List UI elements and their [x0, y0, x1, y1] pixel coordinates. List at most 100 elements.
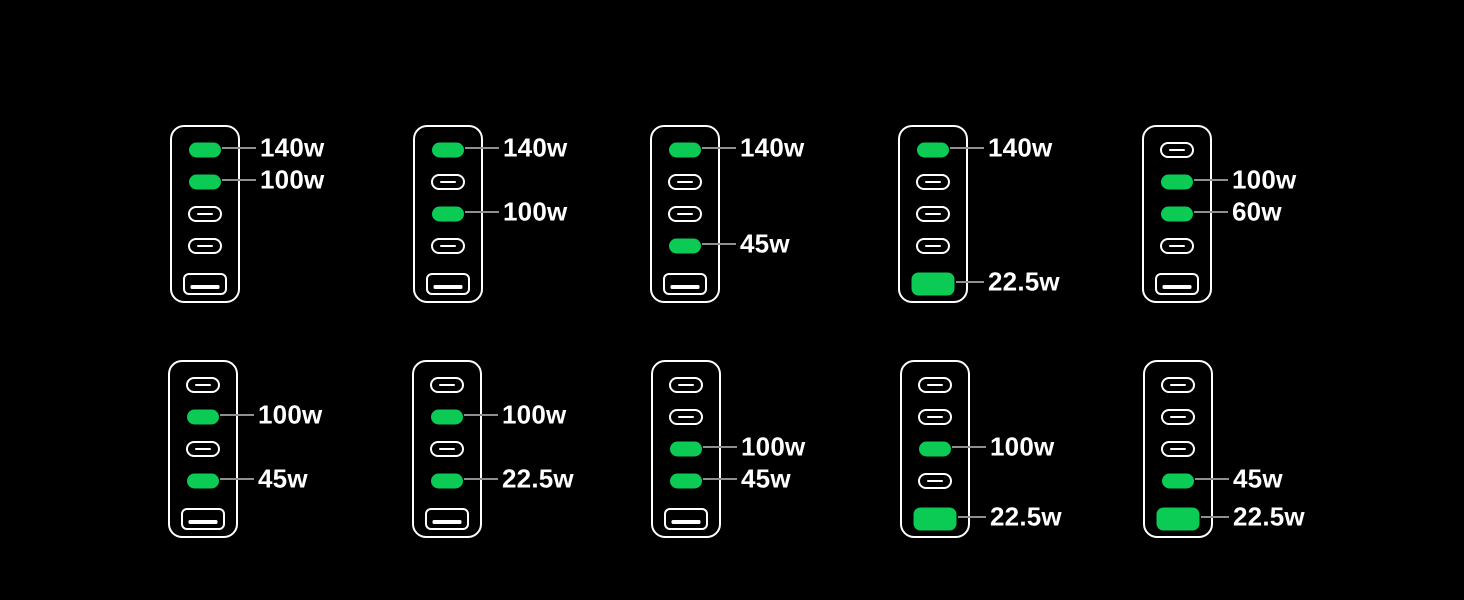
- usb-a-port: [663, 273, 707, 295]
- connector-line: [703, 478, 737, 480]
- power-label: 140w: [260, 132, 325, 163]
- power-label: 100w: [1232, 164, 1297, 195]
- usb-c-pin: [1170, 447, 1186, 451]
- connector-line: [465, 211, 499, 213]
- usb-c-pin: [677, 212, 693, 216]
- usb-c-port: [916, 206, 950, 222]
- usb-c-pin: [195, 447, 211, 451]
- charger-8-body: [651, 360, 721, 538]
- usb-c-port-active: [431, 473, 463, 489]
- charger-7-unit: 100w 22.5w: [412, 360, 652, 550]
- usb-c-pin: [195, 383, 211, 387]
- usb-c-pin: [927, 479, 943, 483]
- usb-c-port: [668, 174, 702, 190]
- usb-a-tongue: [433, 284, 463, 289]
- usb-c-port: [430, 377, 464, 393]
- power-label: 22.5w: [990, 501, 1062, 532]
- usb-c-pin: [925, 180, 941, 184]
- power-label: 100w: [502, 399, 567, 430]
- power-label: 100w: [503, 196, 568, 227]
- usb-c-port-active: [432, 206, 464, 222]
- usb-c-port-active: [189, 142, 221, 158]
- usb-c-port-active: [917, 142, 949, 158]
- usb-c-port-active: [187, 473, 219, 489]
- power-label: 22.5w: [988, 266, 1060, 297]
- usb-c-port: [668, 206, 702, 222]
- usb-a-port: [664, 508, 708, 530]
- connector-line: [464, 478, 498, 480]
- usb-c-port-active: [670, 473, 702, 489]
- usb-c-port: [431, 238, 465, 254]
- connector-line: [1194, 211, 1228, 213]
- connector-line: [220, 478, 254, 480]
- usb-c-port-active: [1162, 473, 1194, 489]
- power-label: 140w: [503, 132, 568, 163]
- usb-c-pin: [197, 212, 213, 216]
- usb-c-pin: [1170, 415, 1186, 419]
- usb-c-port-active: [670, 441, 702, 457]
- usb-a-port-active: [913, 507, 957, 531]
- usb-c-port-active: [669, 142, 701, 158]
- charger-3-unit: 140w 45w: [650, 125, 890, 315]
- charger-9-body: [900, 360, 970, 538]
- usb-c-port: [1160, 238, 1194, 254]
- usb-a-port: [1155, 273, 1199, 295]
- usb-c-pin: [439, 383, 455, 387]
- usb-a-port: [426, 273, 470, 295]
- power-label: 100w: [990, 431, 1055, 462]
- usb-c-port: [1161, 441, 1195, 457]
- charger-7-body: [412, 360, 482, 538]
- usb-c-pin: [1169, 244, 1185, 248]
- usb-c-port-active: [1161, 174, 1193, 190]
- usb-c-port: [186, 441, 220, 457]
- usb-c-pin: [927, 383, 943, 387]
- usb-c-pin: [678, 383, 694, 387]
- usb-c-pin: [439, 447, 455, 451]
- charger-9-unit: 100w 22.5w: [900, 360, 1140, 550]
- charger-4-body: [898, 125, 968, 303]
- usb-c-port: [918, 409, 952, 425]
- usb-c-port: [918, 473, 952, 489]
- usb-c-port-active: [919, 441, 951, 457]
- connector-line: [465, 147, 499, 149]
- connector-line: [952, 446, 986, 448]
- power-label: 45w: [740, 228, 790, 259]
- usb-c-port-active: [432, 142, 464, 158]
- usb-c-pin: [925, 244, 941, 248]
- usb-c-port: [1161, 409, 1195, 425]
- usb-c-port-active: [187, 409, 219, 425]
- power-label: 22.5w: [502, 463, 574, 494]
- usb-a-port: [181, 508, 225, 530]
- usb-a-port-active: [1156, 507, 1200, 531]
- connector-line: [222, 147, 256, 149]
- connector-line: [958, 516, 986, 518]
- power-label: 22.5w: [1233, 501, 1305, 532]
- charger-2-unit: 140w 100w: [413, 125, 653, 315]
- charger-10-body: [1143, 360, 1213, 538]
- power-label: 140w: [740, 132, 805, 163]
- connector-line: [1201, 516, 1229, 518]
- usb-c-pin: [678, 415, 694, 419]
- power-label: 45w: [258, 463, 308, 494]
- usb-c-port: [430, 441, 464, 457]
- usb-c-port-active: [669, 238, 701, 254]
- connector-line: [702, 243, 736, 245]
- usb-c-pin: [440, 180, 456, 184]
- connector-line: [220, 414, 254, 416]
- usb-c-port: [918, 377, 952, 393]
- charger-6-body: [168, 360, 238, 538]
- usb-c-port: [669, 377, 703, 393]
- charger-5-body: [1142, 125, 1212, 303]
- usb-c-port: [188, 206, 222, 222]
- connector-line: [1194, 179, 1228, 181]
- connector-line: [956, 281, 984, 283]
- usb-c-pin: [1169, 148, 1185, 152]
- usb-c-port: [186, 377, 220, 393]
- usb-c-pin: [925, 212, 941, 216]
- usb-a-port-active: [911, 272, 955, 296]
- usb-c-port: [188, 238, 222, 254]
- power-label: 100w: [258, 399, 323, 430]
- usb-a-tongue: [188, 519, 218, 524]
